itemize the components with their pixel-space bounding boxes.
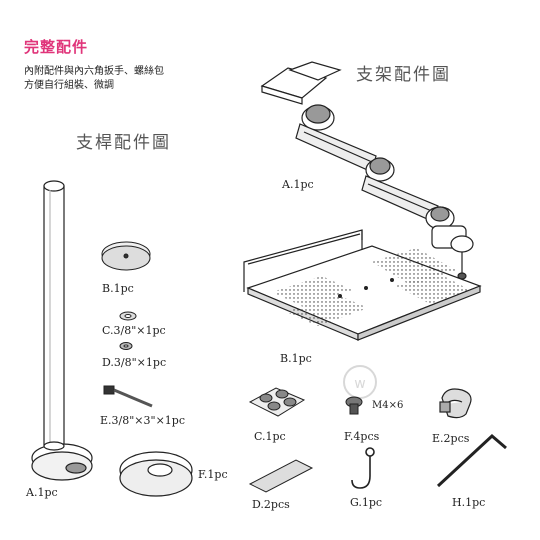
arm-part-f-size-label: M4×6 <box>372 400 404 411</box>
arm-part-b-label: B.1pc <box>280 352 312 365</box>
pole-part-c-label: C.3/8"×1pc <box>102 324 166 337</box>
pole-part-a-label: A.1pc <box>26 486 58 499</box>
washer-drawing <box>119 311 137 321</box>
screw-drawing <box>345 396 363 415</box>
arm-assembly-drawing <box>260 61 474 280</box>
cable-clip-drawing <box>439 388 472 419</box>
velcro-strip-drawing <box>248 459 314 493</box>
watermark-logo: w <box>343 365 377 399</box>
nut-drawing <box>119 342 133 350</box>
pole-disc-drawing <box>101 241 151 271</box>
arm-part-h-label: H.1pc <box>452 496 486 509</box>
page-title: 完整配件 <box>24 38 89 56</box>
hook-drawing <box>351 447 375 489</box>
arm-part-c-label: C.1pc <box>254 430 286 443</box>
pole-part-b-label: B.1pc <box>102 282 134 295</box>
arm-part-a-label: A.1pc <box>282 178 314 191</box>
pole-part-d-label: D.3/8"×1pc <box>102 356 167 369</box>
arm-part-e-label: E.2pcs <box>432 432 470 445</box>
bolt-drawing <box>103 385 153 408</box>
laptop-tray-drawing <box>243 229 482 341</box>
header-description-line-2: 方便自行組裝、微調 <box>24 80 114 91</box>
arm-accessories-title: 支架配件圖 <box>356 65 451 85</box>
hex-key-drawing <box>436 433 507 488</box>
arm-part-d-label: D.2pcs <box>252 498 290 511</box>
pole-drawing <box>31 180 93 481</box>
pole-part-f-label: F.1pc <box>198 468 228 481</box>
header-description-line-1: 內附配件與內六角扳手、螺絲包 <box>24 66 164 77</box>
pole-accessories-title: 支桿配件圖 <box>76 133 171 153</box>
arm-part-g-label: G.1pc <box>350 496 383 509</box>
rubber-pads-drawing <box>248 387 306 417</box>
svg-text:w: w <box>354 376 365 392</box>
arm-part-f-label: F.4pcs <box>344 430 380 443</box>
pole-base-drawing <box>119 451 193 497</box>
pole-part-e-label: E.3/8"×3"×1pc <box>100 414 185 427</box>
